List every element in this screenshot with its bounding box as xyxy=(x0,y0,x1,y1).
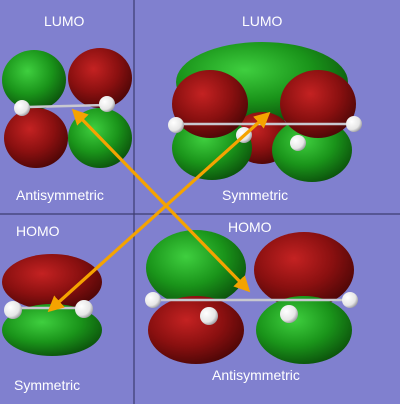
hydrogen-atom xyxy=(290,135,306,151)
hydrogen-atom xyxy=(99,96,115,112)
hydrogen-atom xyxy=(342,292,358,308)
hydrogen-atom xyxy=(4,301,22,319)
symmetry-label-top-left: Antisymmetric xyxy=(16,187,104,203)
panel-title-bottom-left: HOMO xyxy=(16,223,60,239)
lobe-green xyxy=(256,296,352,364)
symmetry-label-bottom-left: Symmetric xyxy=(14,377,81,393)
hydrogen-atom xyxy=(168,117,184,133)
hydrogen-atom xyxy=(75,300,93,318)
hydrogen-atom xyxy=(200,307,218,325)
hydrogen-atom xyxy=(280,305,298,323)
lobe-red xyxy=(148,296,244,364)
orbital-top-right-lumo xyxy=(168,42,362,182)
lobe-green xyxy=(2,304,102,356)
hydrogen-atom xyxy=(346,116,362,132)
lobe-red xyxy=(4,108,68,168)
panel-title-top-left: LUMO xyxy=(44,13,85,29)
bond xyxy=(27,103,107,109)
panel-title-bottom-right: HOMO xyxy=(228,219,272,235)
hydrogen-atom xyxy=(145,292,161,308)
lobe-red xyxy=(280,70,356,138)
panel-title-top-right: LUMO xyxy=(242,13,283,29)
symmetry-label-bottom-right: Antisymmetric xyxy=(212,367,300,383)
lobe-green xyxy=(2,50,66,110)
lobe-green xyxy=(146,230,246,306)
arrow-lumo-sym-to-homo-sym xyxy=(47,111,271,313)
orbital-bottom-left-homo xyxy=(2,254,102,356)
lobe-red xyxy=(254,232,354,308)
hydrogen-atom xyxy=(14,100,30,116)
lobe-red xyxy=(68,48,132,108)
symmetry-label-top-right: Symmetric xyxy=(222,187,289,203)
